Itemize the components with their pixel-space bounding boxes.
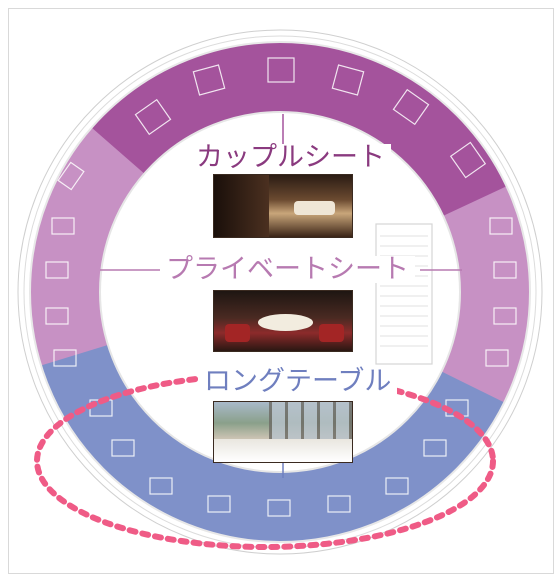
outer-ring-line bbox=[17, 29, 543, 555]
private-seat-label: プライベートシート bbox=[160, 256, 415, 283]
long-table-label: ロングテーブル bbox=[198, 368, 398, 395]
couple-seat-label: カップルシート bbox=[190, 144, 391, 171]
couple-seat-photo bbox=[213, 174, 353, 238]
outer-ring-line-2 bbox=[23, 35, 537, 549]
private-seat-photo bbox=[213, 290, 353, 352]
stairwell bbox=[375, 223, 433, 365]
long-table-photo bbox=[213, 401, 353, 463]
ring-outer-edge bbox=[29, 41, 531, 543]
